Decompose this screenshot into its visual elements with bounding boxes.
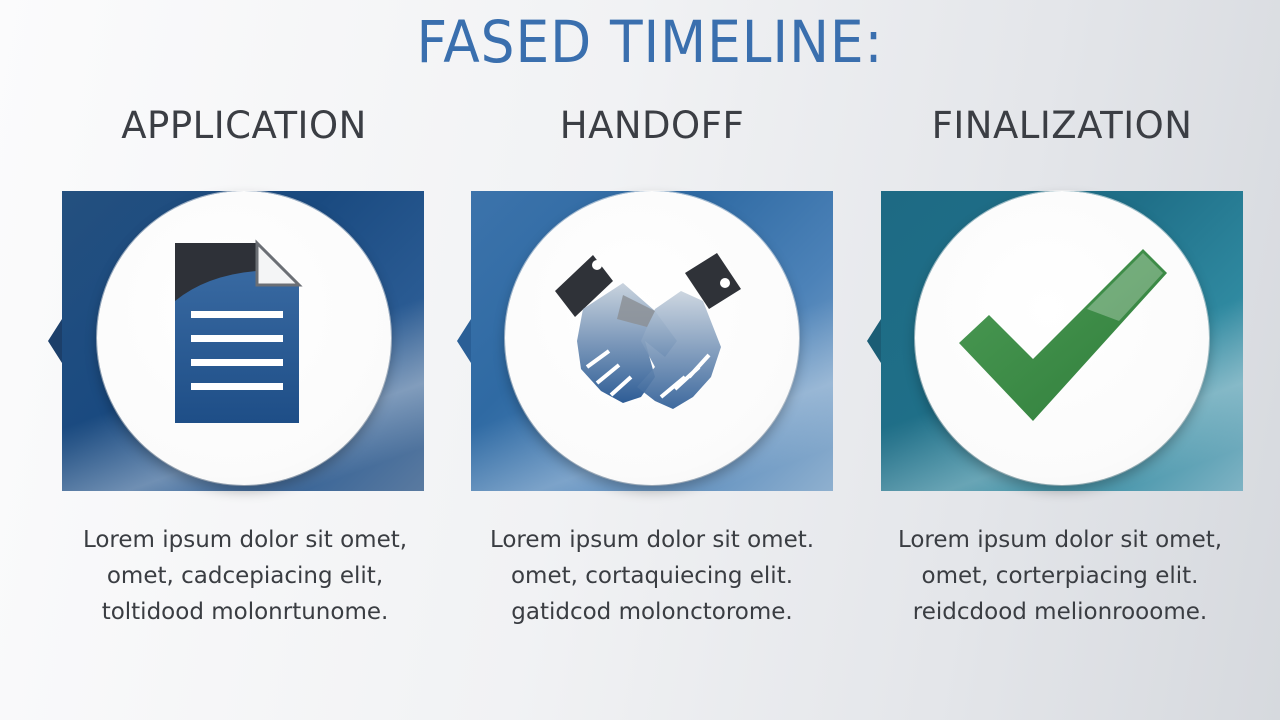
handshake-icon xyxy=(555,253,741,409)
description-line: Lorem ipsum dolor sit omet, xyxy=(897,527,1223,553)
description-line: toltidood molonrtunome. xyxy=(101,599,389,625)
panel-notch xyxy=(48,319,62,363)
description-line: omet, cortaquiecing elit. xyxy=(510,563,794,589)
description-line: Lorem ipsum dolor sit omet, xyxy=(82,527,408,553)
page-title: FASED TIMELINE: xyxy=(416,8,884,76)
stage-description-application: Lorem ipsum dolor sit omet, omet, cadcep… xyxy=(45,522,445,630)
stage-description-handoff: Lorem ipsum dolor sit omet. omet, cortaq… xyxy=(452,522,852,630)
description-line: Lorem ipsum dolor sit omet. xyxy=(489,527,815,553)
panel-notch xyxy=(867,319,881,363)
stage-panel-handoff xyxy=(457,191,833,491)
stage-title-handoff: HANDOFF xyxy=(559,104,745,147)
stage-title-finalization: FINALIZATION xyxy=(931,104,1193,147)
document-icon xyxy=(175,239,303,423)
icon-circle xyxy=(505,191,799,485)
stage-title-application: APPLICATION xyxy=(121,104,367,147)
icon-circle xyxy=(915,191,1209,485)
icon-circle xyxy=(97,191,391,485)
stage-panel-finalization xyxy=(867,191,1243,491)
stage-panel-application xyxy=(48,191,424,491)
description-line: omet, corterpiacing elit. xyxy=(921,563,1199,589)
stage-description-finalization: Lorem ipsum dolor sit omet, omet, corter… xyxy=(860,522,1260,630)
checkmark-icon xyxy=(959,249,1167,421)
description-line: omet, cadcepiacing elit, xyxy=(106,563,384,589)
description-line: gatidcod molonctorome. xyxy=(511,599,793,625)
panel-notch xyxy=(457,319,471,363)
description-line: reidcdood melionrooome. xyxy=(912,599,1208,625)
